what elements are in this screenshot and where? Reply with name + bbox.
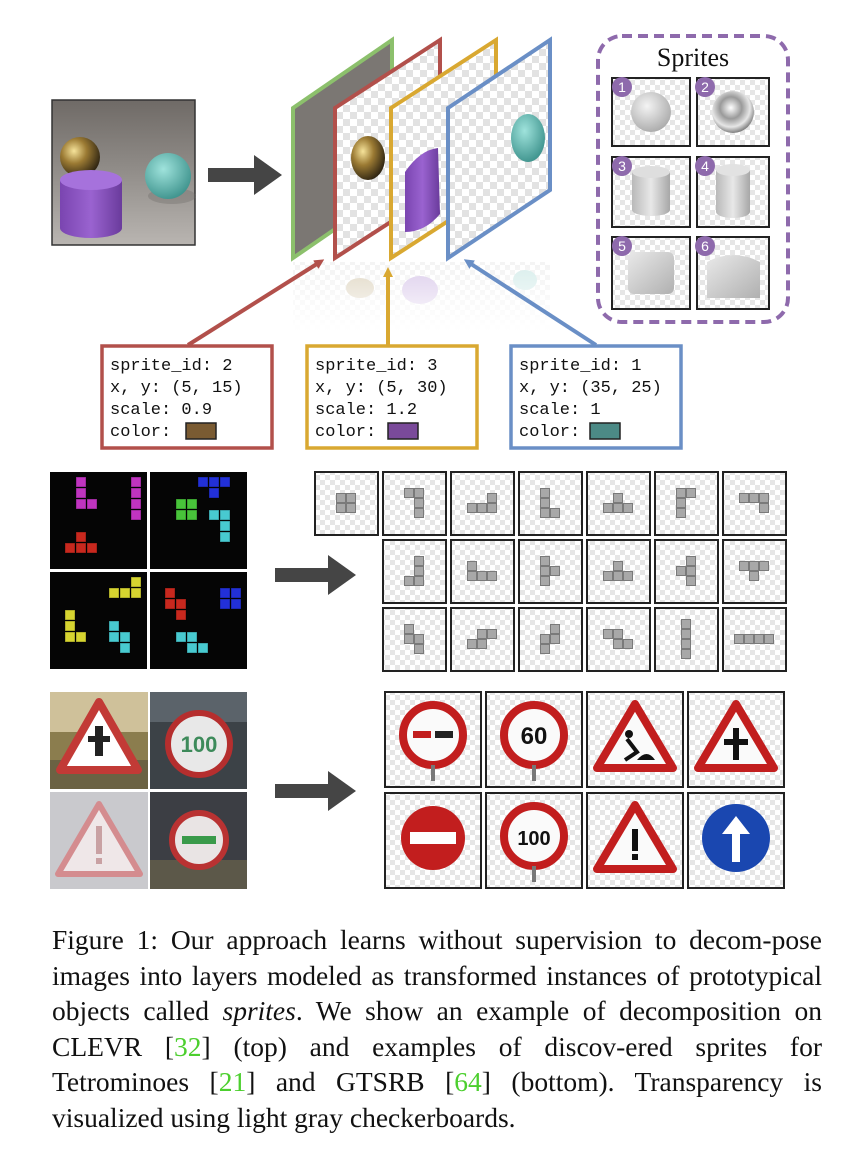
pointer-arrow-red — [186, 259, 325, 347]
tetromino-input-4 — [150, 572, 247, 669]
param-box-yellow: sprite_id: 3 x, y: (5, 30) scale: 1.2 co… — [305, 344, 479, 450]
tetromino-sprite — [586, 471, 651, 536]
gtsrb-input-images: 100 — [50, 692, 247, 889]
pointer-arrow-blue — [463, 259, 598, 347]
svg-text:scale: 1.2: scale: 1.2 — [315, 401, 417, 420]
svg-text:sprite_id: 1: sprite_id: 1 — [519, 357, 641, 376]
gtsrb-sprites-grid: 60 100 — [384, 691, 785, 889]
citation-link[interactable]: 21 — [218, 1066, 247, 1097]
svg-text:color:: color: — [110, 423, 171, 442]
tetromino-sprite — [382, 539, 447, 604]
gtsrb-input-3 — [50, 792, 148, 889]
svg-text:scale: 1: scale: 1 — [519, 401, 601, 420]
svg-text:x, y: (5, 15): x, y: (5, 15) — [110, 379, 243, 398]
sprite-number-4: 4 — [695, 156, 715, 176]
sign-sprite-no-entry — [384, 792, 482, 889]
svg-text:x, y: (35, 25): x, y: (35, 25) — [519, 379, 662, 398]
gtsrb-input-1 — [50, 692, 148, 789]
sprite-cell-2 — [696, 77, 770, 147]
tetromino-sprite — [518, 471, 583, 536]
citation-link[interactable]: 64 — [454, 1066, 482, 1097]
tetromino-sprite — [586, 539, 651, 604]
caption-text: ] (bottom). Transparency is visualized u… — [52, 1066, 822, 1133]
tetromino-sprite — [450, 471, 515, 536]
param-box-blue: sprite_id: 1 x, y: (35, 25) scale: 1 col… — [509, 344, 683, 450]
tetromino-sprite — [382, 607, 447, 672]
sprite-number-5: 5 — [612, 236, 632, 256]
layer-teal-sphere — [446, 36, 552, 262]
tetromino-input-2 — [150, 472, 247, 569]
svg-text:6: 6 — [701, 238, 709, 254]
tetromino-sprite — [722, 539, 787, 604]
sprite-number-2: 2 — [695, 77, 715, 97]
arrow-icon — [275, 771, 356, 811]
caption-text: Figure 1: Our approach learns without su… — [52, 924, 822, 1026]
tetromino-sprite — [518, 607, 583, 672]
tetromino-sprite — [654, 539, 719, 604]
color-swatch — [387, 422, 419, 440]
svg-text:sprite_id: 2: sprite_id: 2 — [110, 357, 232, 376]
tetromino-sprite — [586, 607, 651, 672]
layer-stack — [288, 36, 554, 332]
caption-emphasis: sprites — [222, 995, 296, 1026]
sign-sprite-no-passing — [384, 691, 482, 788]
sprite-number-3: 3 — [612, 156, 632, 176]
clevr-input-image — [51, 99, 196, 246]
tetromino-sprite — [722, 607, 787, 672]
tetromino-input-1 — [50, 472, 147, 569]
tetromino-sprite — [654, 471, 719, 536]
tetromino-sprite — [518, 539, 583, 604]
tetromino-sprites-grid — [314, 471, 787, 672]
sign-sprite-warning-roadwork — [586, 691, 684, 788]
sprite-number-1: 1 — [612, 77, 632, 97]
sign-sprite-warning-exclamation — [586, 792, 684, 889]
svg-text:4: 4 — [701, 158, 709, 174]
figure-1: Sprites 1 2 3 4 5 — [50, 34, 790, 889]
tetromino-sprite — [722, 471, 787, 536]
svg-text:color:: color: — [315, 423, 376, 442]
svg-text:x, y: (5, 30): x, y: (5, 30) — [315, 379, 448, 398]
svg-text:3: 3 — [618, 158, 626, 174]
tetromino-sprite — [450, 539, 515, 604]
arrow-icon — [208, 155, 282, 195]
sign-sprite-ahead — [687, 792, 785, 889]
sign-sprite-warning-junction — [687, 691, 785, 788]
svg-text:scale: 0.9: scale: 0.9 — [110, 401, 212, 420]
sprite-number-6: 6 — [695, 236, 715, 256]
caption-text: . We show an example of decomposition on… — [52, 995, 822, 1062]
svg-text:sprite_id: 3: sprite_id: 3 — [315, 357, 437, 376]
gtsrb-input-4 — [150, 792, 247, 889]
tetromino-sprite — [654, 607, 719, 672]
tetromino-sprite — [450, 607, 515, 672]
caption-text: ] and GTSRB [ — [246, 1066, 455, 1097]
svg-text:2: 2 — [701, 79, 709, 95]
figure-caption: Figure 1: Our approach learns without su… — [52, 922, 822, 1135]
sign-sprite-limit: 60 — [485, 691, 583, 788]
tetromino-input-3 — [50, 572, 147, 669]
speed-limit-text: 100 — [517, 828, 550, 850]
caption-text: ] (top) and examples of discov-ered spri… — [52, 1030, 822, 1098]
sprites-title: Sprites — [657, 43, 729, 72]
sprites-panel: Sprites 1 2 3 4 5 — [596, 34, 790, 324]
color-swatch — [589, 422, 621, 440]
gtsrb-input-2: 100 — [150, 692, 247, 789]
tetrominoes-input-images — [50, 472, 247, 669]
arrow-icon — [275, 555, 356, 595]
svg-text:5: 5 — [618, 238, 626, 254]
sign-sprite-limit: 100 — [485, 792, 583, 889]
citation-link[interactable]: 32 — [174, 1030, 202, 1062]
color-swatch — [185, 422, 217, 440]
param-box-red: sprite_id: 2 x, y: (5, 15) scale: 0.9 co… — [100, 344, 274, 450]
sprite-cell-6 — [696, 236, 770, 310]
tetromino-sprite — [382, 471, 447, 536]
speed-limit-text: 60 — [521, 723, 548, 750]
svg-text:color:: color: — [519, 423, 580, 442]
svg-text:100: 100 — [181, 732, 218, 757]
tetromino-sprite — [314, 471, 379, 536]
svg-text:1: 1 — [618, 79, 626, 95]
